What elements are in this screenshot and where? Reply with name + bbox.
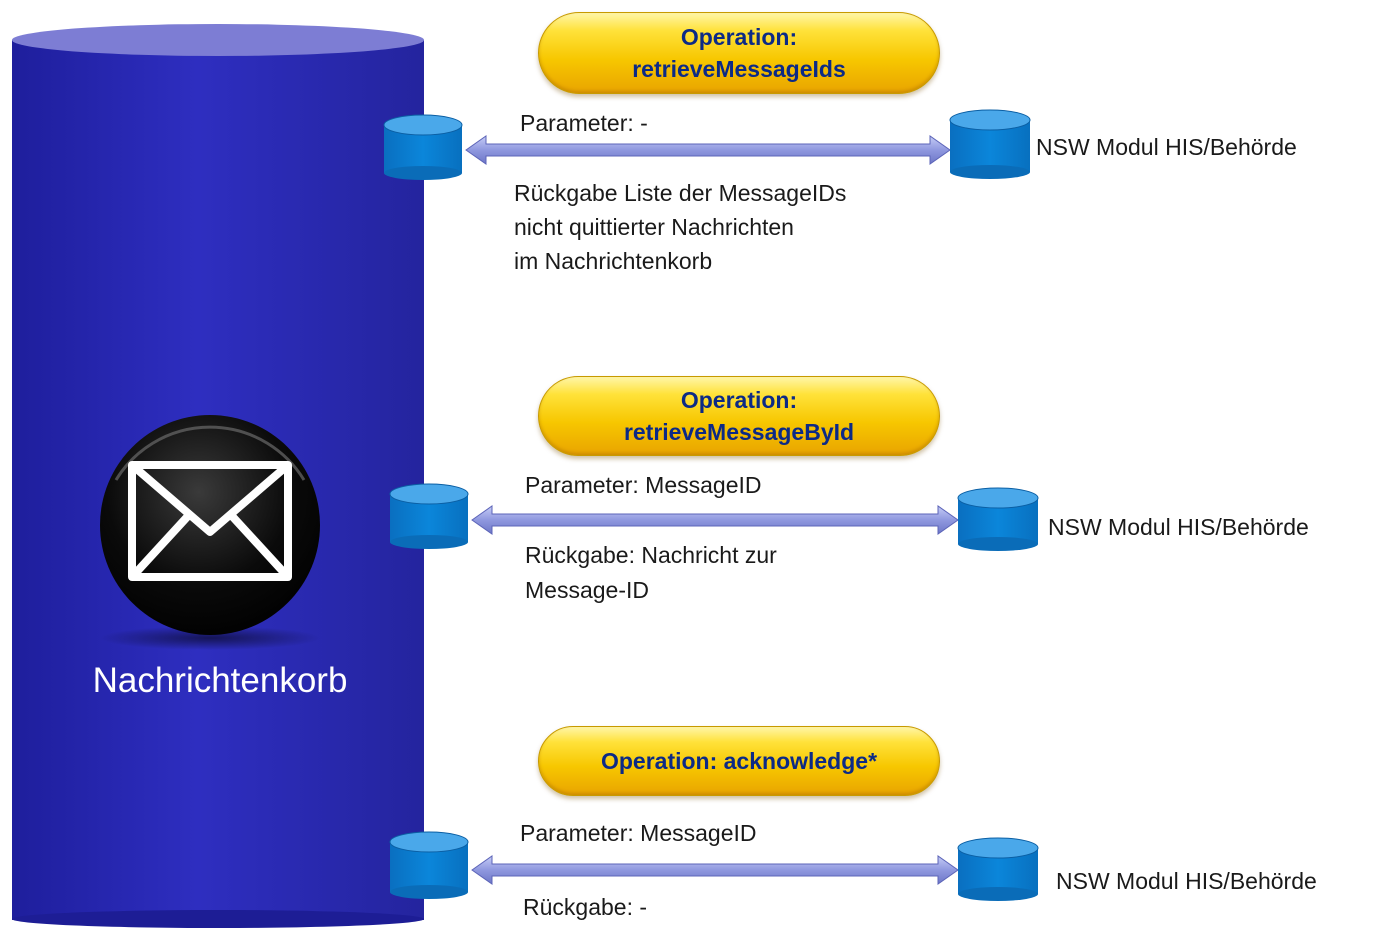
operation-retrieve-message-ids: Operation: retrieveMessageIds bbox=[538, 12, 940, 94]
small-cylinder-right-3 bbox=[957, 837, 1039, 901]
return-label-2-line2: Message-ID bbox=[525, 577, 649, 603]
storage-label: Nachrichtenkorb bbox=[92, 661, 348, 700]
operation-acknowledge: Operation: acknowledge* bbox=[538, 726, 940, 796]
small-cylinder-right-1 bbox=[949, 109, 1031, 179]
operation-title: Operation: acknowledge* bbox=[600, 748, 878, 774]
target-module-1: NSW Modul HIS/Behörde bbox=[1036, 134, 1297, 160]
operation-title-line1: Operation: bbox=[680, 387, 798, 413]
operation-title-line2: retrieveMessageById bbox=[623, 419, 855, 445]
double-arrow-3 bbox=[471, 855, 959, 885]
target-module-3: NSW Modul HIS/Behörde bbox=[1056, 868, 1317, 894]
small-cylinder-left-1 bbox=[383, 114, 463, 180]
nachrichtenkorb-cylinder: Nachrichtenkorb bbox=[0, 0, 440, 928]
parameter-label-3: Parameter: MessageID bbox=[520, 820, 757, 846]
cylinder-shape bbox=[12, 24, 424, 928]
return-label-1-line2: nicht quittierter Nachrichten bbox=[514, 214, 794, 240]
small-cylinder-left-2 bbox=[389, 483, 469, 549]
return-label-1-line3: im Nachrichtenkorb bbox=[514, 248, 713, 274]
parameter-label-2: Parameter: MessageID bbox=[525, 472, 762, 498]
small-cylinder-left-3 bbox=[389, 831, 469, 899]
double-arrow-1 bbox=[465, 135, 951, 165]
return-label-3: Rückgabe: - bbox=[523, 894, 648, 920]
operation-title-line1: Operation: bbox=[680, 24, 798, 50]
double-arrow-2 bbox=[471, 505, 959, 535]
return-label-1-line1: Rückgabe Liste der MessageIDs bbox=[514, 180, 847, 206]
envelope-icon bbox=[70, 400, 350, 660]
operation-title-line2: retrieveMessageIds bbox=[632, 56, 846, 82]
return-label-2-line1: Rückgabe: Nachricht zur bbox=[525, 542, 777, 568]
small-cylinder-right-2 bbox=[957, 487, 1039, 551]
operation-retrieve-message-by-id: Operation: retrieveMessageById bbox=[538, 376, 940, 456]
target-module-2: NSW Modul HIS/Behörde bbox=[1048, 514, 1309, 540]
parameter-label-1: Parameter: - bbox=[520, 110, 648, 136]
